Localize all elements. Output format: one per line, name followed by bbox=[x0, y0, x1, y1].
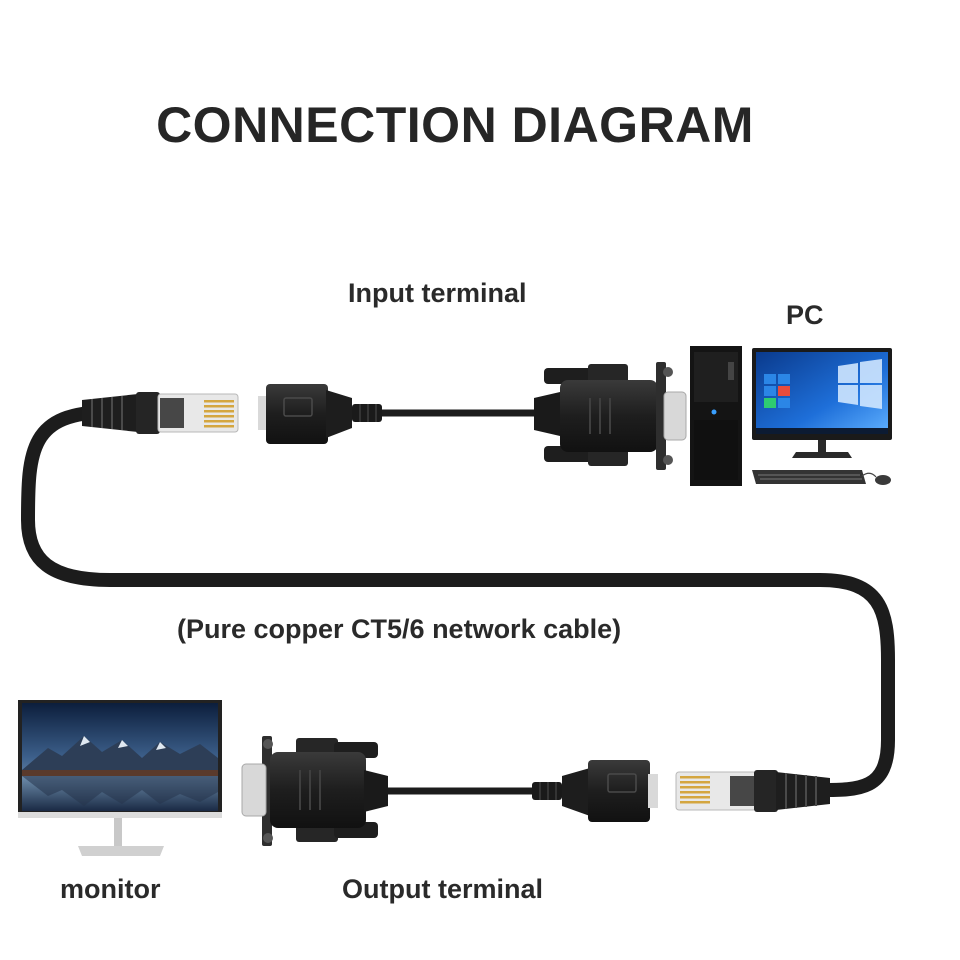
input-terminal-label: Input terminal bbox=[348, 278, 527, 308]
diagram-title: CONNECTION DIAGRAM bbox=[156, 97, 754, 153]
pc-label: PC bbox=[786, 300, 824, 330]
output-terminal-label: Output terminal bbox=[342, 874, 543, 904]
monitor-label: monitor bbox=[60, 874, 161, 904]
keyboard-icon bbox=[752, 470, 866, 484]
rj45-output-plug-icon bbox=[675, 770, 830, 812]
rj45-coupler-icon bbox=[258, 384, 382, 444]
db9-output-connector-icon bbox=[241, 736, 388, 846]
db9-connector-icon bbox=[534, 362, 687, 470]
pc-monitor-icon bbox=[752, 348, 892, 458]
network-cable bbox=[20, 405, 895, 797]
pc-tower-icon bbox=[690, 346, 742, 486]
rj45-output-coupler-icon bbox=[532, 760, 658, 822]
rj45-plug-icon bbox=[82, 392, 239, 434]
mouse-icon bbox=[861, 472, 891, 485]
display-monitor-icon bbox=[18, 700, 222, 856]
cable-label: (Pure copper CT5/6 network cable) bbox=[177, 614, 622, 644]
